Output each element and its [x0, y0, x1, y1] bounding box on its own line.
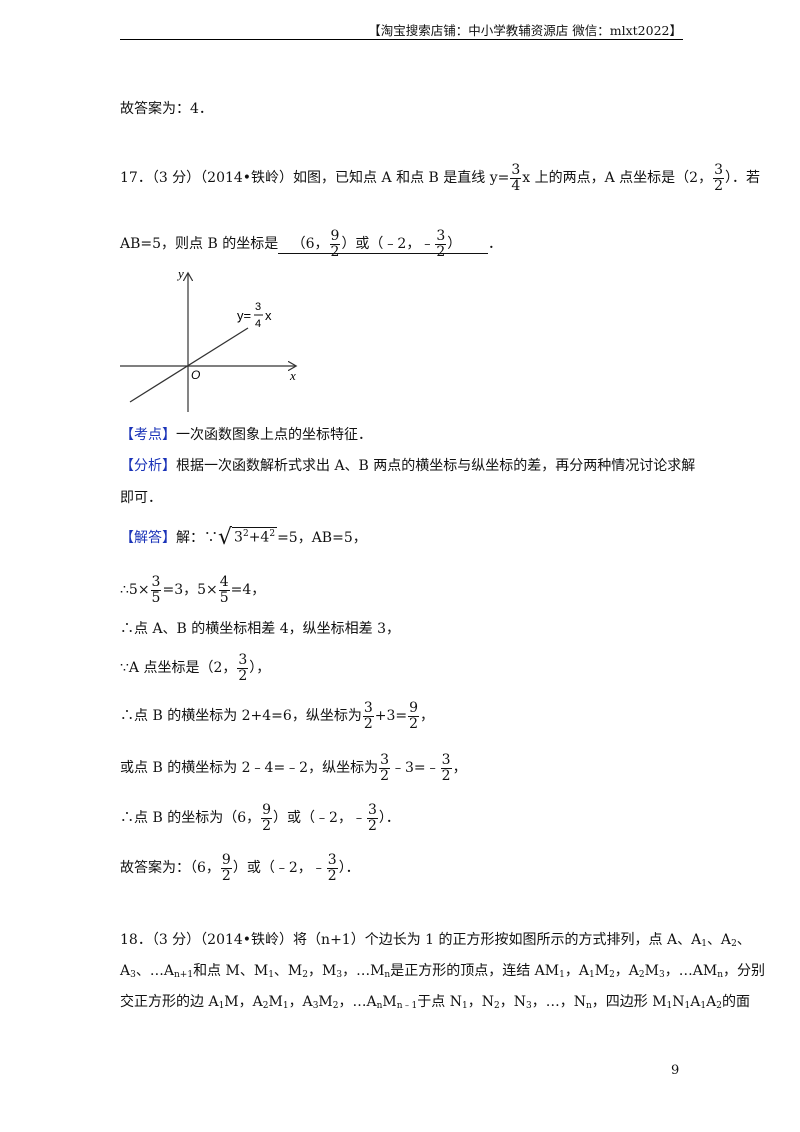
q18-line-2: A3、…An+1和点 M、M1、M2，M3，…Mn是正方形的顶点，连结 AM1，… — [120, 963, 765, 980]
jieda-tag: 【解答】 — [120, 530, 176, 546]
q18-line-3: 交正方形的边 A1M，A2M1，A3M2，…AnMn﹣1于点 N1，N2，N3，… — [120, 994, 750, 1011]
fenxi-line-1: 【分析】根据一次函数解析式求出 A、B 两点的横坐标与纵坐标的差，再分两种情况讨… — [120, 458, 696, 474]
jieda-line-3: ∴点 A、B 的横坐标相差 4，纵坐标相差 3， — [120, 621, 401, 637]
fenxi-tag: 【分析】 — [120, 458, 176, 474]
q18-line-1: 18．（3 分）（2014•铁岭）将（n+1）个边长为 1 的正方形按如图所示的… — [120, 932, 751, 949]
kaodian-line: 【考点】一次函数图象上点的坐标特征． — [120, 427, 372, 443]
square-root: √32+42 — [218, 525, 278, 550]
previous-answer: 故答案为：4． — [120, 101, 213, 117]
fenxi-line-2: 即可． — [120, 490, 162, 506]
jieda-line-1: 【解答】解：∵√32+42=5，AB=5， — [120, 525, 367, 550]
svg-text:3: 3 — [255, 301, 261, 313]
q17-text: 17．（3 分）（2014•铁岭）如图，已知点 A 和点 B 是直线 y= — [120, 170, 510, 187]
linear-function-graph: y x O y= 3 4 x — [120, 266, 312, 412]
equation-label: y= — [237, 308, 251, 323]
y-axis-label: y — [176, 266, 184, 281]
page-number: 9 — [671, 1063, 680, 1078]
page-header: 【淘宝搜索店铺：中小学教辅资源店 微信：mlxt2022】 — [368, 23, 682, 38]
svg-text:x: x — [265, 308, 272, 323]
svg-text:4: 4 — [255, 318, 261, 330]
header-rule — [120, 39, 683, 40]
kaodian-tag: 【考点】 — [120, 427, 176, 443]
line-y-3-4-x — [129, 327, 249, 403]
x-axis-label: x — [289, 368, 296, 383]
origin-label: O — [191, 368, 200, 382]
